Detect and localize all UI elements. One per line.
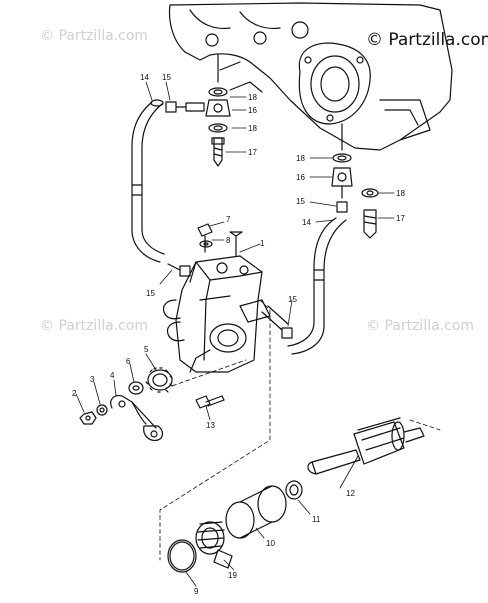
callout-15-pump-right: 15 <box>288 295 297 304</box>
callout-15-pump-left: 15 <box>146 289 155 298</box>
hose-clamp-top <box>165 101 205 113</box>
banjo-fitting-right <box>331 123 379 239</box>
oil-hose-left <box>131 99 165 263</box>
callout-7: 7 <box>226 215 231 224</box>
callout-9: 9 <box>194 587 199 596</box>
callout-5: 5 <box>144 345 149 354</box>
shaft-seal <box>285 480 303 500</box>
watermark-top-right: © Partzilla.com <box>366 30 488 50</box>
drive-gear <box>145 367 173 393</box>
callout-16-right: 16 <box>296 173 305 182</box>
callout-17-left: 17 <box>248 148 257 157</box>
callout-13: 13 <box>206 421 215 430</box>
shaft-sleeve <box>225 485 287 539</box>
callout-16-left: 16 <box>248 106 257 115</box>
callout-labels: 14 15 18 16 18 17 18 16 18 15 14 17 7 8 … <box>72 73 405 596</box>
pump-bolt-top <box>197 223 213 253</box>
control-lever <box>110 395 164 441</box>
callout-12: 12 <box>346 489 355 498</box>
pump-fitting-left <box>167 263 191 277</box>
callout-3: 3 <box>90 375 95 384</box>
banjo-fitting-left <box>205 54 231 167</box>
callout-leaders <box>75 81 395 587</box>
callout-11: 11 <box>312 515 321 524</box>
callout-6: 6 <box>126 357 131 366</box>
callout-18-d: 18 <box>396 189 405 198</box>
callout-14-right: 14 <box>302 218 311 227</box>
pump-fitting-right <box>261 305 293 339</box>
callout-14-left: 14 <box>140 73 149 82</box>
callout-8: 8 <box>226 236 231 245</box>
oil-pump-assembly <box>162 231 271 373</box>
oil-hose-right <box>287 217 347 355</box>
callout-15-right-top: 15 <box>296 197 305 206</box>
callout-17-right: 17 <box>396 214 405 223</box>
lever-washer <box>96 404 108 416</box>
watermark-mid-left: © Partzilla.com <box>40 318 149 334</box>
callout-10: 10 <box>266 539 275 548</box>
callout-19: 19 <box>228 571 237 580</box>
o-ring <box>167 539 197 573</box>
callout-18-c: 18 <box>296 154 305 163</box>
engine-crankcase <box>168 2 453 151</box>
drive-coupling <box>195 521 233 569</box>
pump-drive-shaft <box>307 417 425 475</box>
assembly-leaders <box>159 299 441 561</box>
callout-1: 1 <box>260 239 265 248</box>
gear-washer <box>128 381 144 395</box>
watermark-mid-right: © Partzilla.com <box>366 318 475 334</box>
callout-2: 2 <box>72 389 77 398</box>
callout-15-top: 15 <box>162 73 171 82</box>
callout-18-a: 18 <box>248 93 257 102</box>
pump-mount-bolt <box>195 395 225 409</box>
callout-18-b: 18 <box>248 124 257 133</box>
lever-nut <box>79 411 97 425</box>
watermark-top-left: © Partzilla.com <box>40 28 149 44</box>
callout-4: 4 <box>110 371 115 380</box>
